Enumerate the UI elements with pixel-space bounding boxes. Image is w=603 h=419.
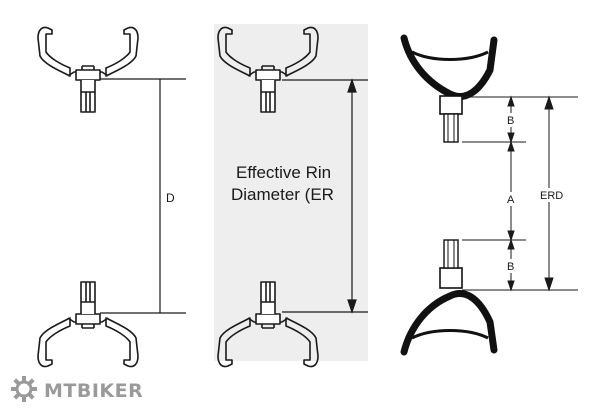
label-a: A [507,194,515,206]
watermark: MTBIKER [10,375,144,408]
left-dimension-line [100,78,186,314]
left-rim-top [37,26,139,113]
watermark-text: MTBIKER [44,380,144,402]
erd-dimension-line [282,78,368,314]
label-erd: ERD [540,190,563,202]
erd-label-line2: Diameter (ER [231,185,334,204]
label-b-bottom: B [507,261,514,273]
dimension-d-label: D [166,191,175,205]
label-b-top: B [507,115,514,127]
erd-label-line1: Effective Rin [236,163,331,182]
left-rim-bottom [37,281,139,368]
right-rim-bottom [400,239,498,356]
right-rim-top [400,34,498,143]
gear-logo-icon [10,375,38,408]
